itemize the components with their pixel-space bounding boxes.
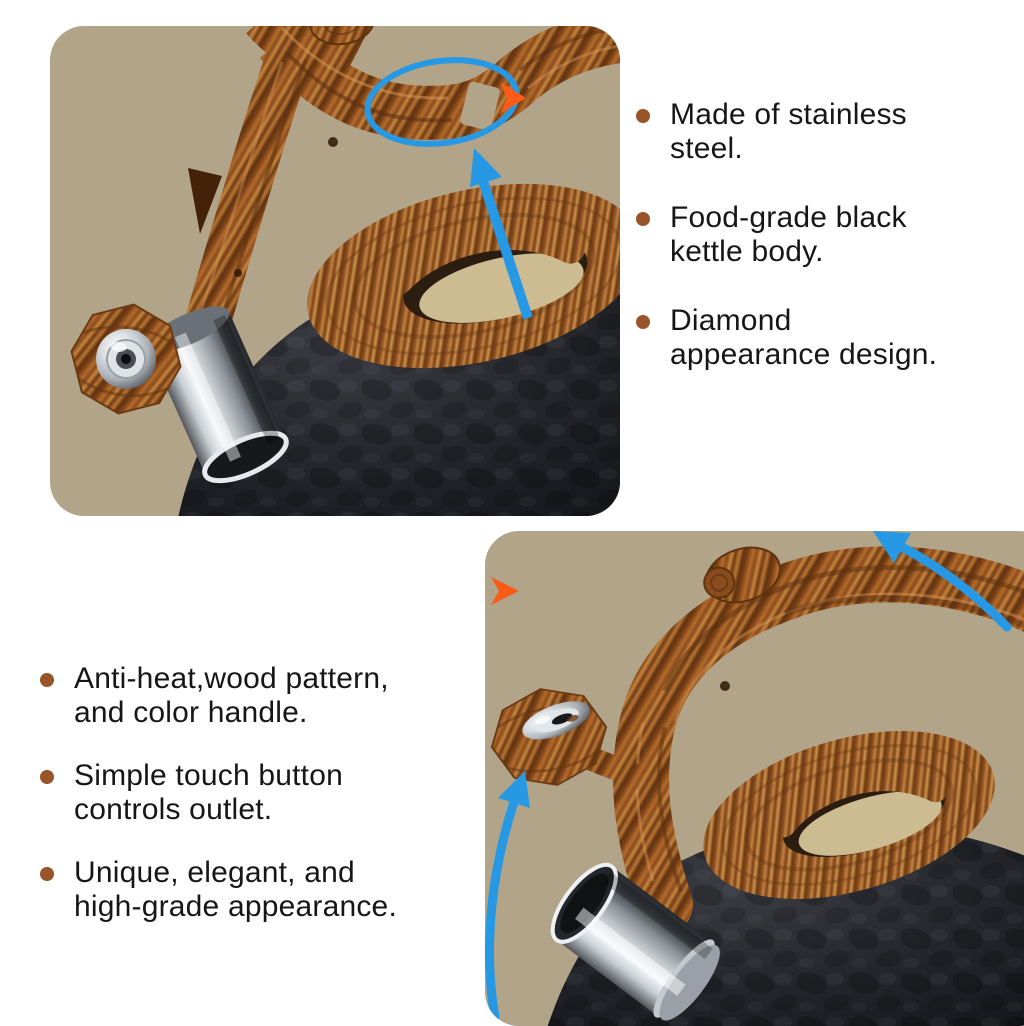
feature-list-bottom: Anti-heat,wood pattern, and color handle… (40, 662, 440, 953)
feature-list-top: Made of stainless steel. Food-grade blac… (636, 98, 1008, 407)
bullet-icon (40, 673, 54, 687)
handle-shadow (188, 168, 222, 234)
feature-item: Anti-heat,wood pattern, and color handle… (40, 662, 440, 730)
feature-item: Food-grade black kettle body. (636, 201, 1008, 269)
bullet-icon (636, 315, 650, 329)
orange-pointer-icon (491, 577, 519, 605)
whistle-cap (70, 303, 182, 415)
handle-knob (309, 26, 375, 46)
whistle-cap (490, 688, 608, 786)
photo-kettle-closeup-top (50, 26, 620, 516)
feature-item: Made of stainless steel. (636, 98, 1008, 166)
swing-arrow-icon (873, 531, 1012, 632)
up-arrow-icon (485, 771, 530, 1022)
kettle-illustration-bottom (485, 531, 1024, 1026)
feature-text: Simple touch button controls outlet. (74, 759, 343, 826)
handle-knob (703, 546, 782, 604)
feature-text: Diamond appearance design. (670, 304, 938, 371)
kettle-illustration-top (70, 26, 620, 516)
kettle-spout (550, 862, 720, 1021)
bullet-icon (636, 109, 650, 123)
orange-pointer-icon (500, 82, 526, 114)
kettle-spout (147, 306, 289, 484)
bullet-icon (40, 770, 54, 784)
up-arrow-icon (470, 148, 533, 320)
feature-item: Simple touch button controls outlet. (40, 759, 440, 827)
bullet-icon (636, 212, 650, 226)
photo-kettle-closeup-bottom (485, 531, 1024, 1026)
feature-text: Anti-heat,wood pattern, and color handle… (74, 662, 389, 729)
kettle-lid (307, 183, 620, 369)
feature-text: Food-grade black kettle body. (670, 201, 907, 268)
feature-text: Unique, elegant, and high-grade appearan… (74, 856, 397, 923)
feature-item: Unique, elegant, and high-grade appearan… (40, 856, 440, 924)
kettle-lid (703, 731, 995, 899)
bullet-icon (40, 867, 54, 881)
touch-button-notch (460, 81, 500, 131)
kettle-handle (613, 546, 1024, 933)
feature-item: Diamond appearance design. (636, 304, 1008, 372)
feature-text: Made of stainless steel. (670, 98, 907, 165)
highlight-ellipse (364, 57, 520, 147)
